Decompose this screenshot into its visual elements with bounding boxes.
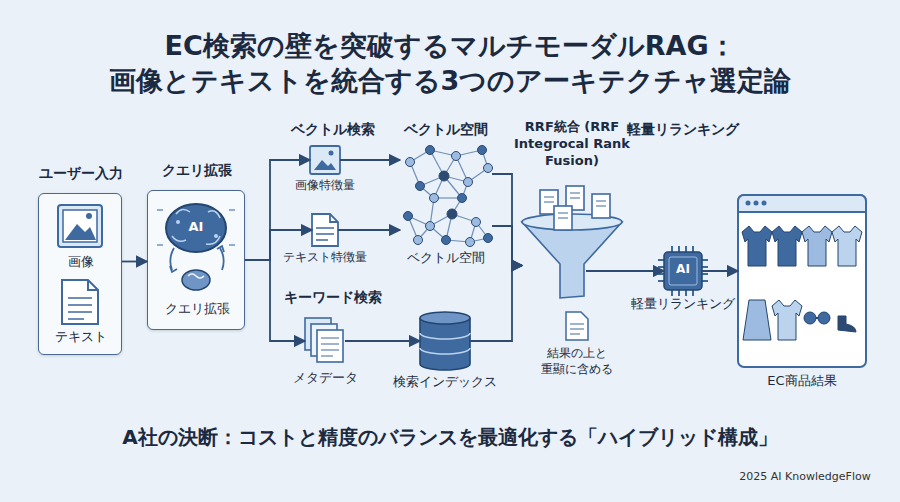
node-label: ユーザー入力 <box>19 164 143 182</box>
vector-points <box>404 146 493 247</box>
node-label: 画像特徴量 <box>280 178 370 194</box>
label: AI <box>181 219 211 236</box>
connector <box>492 174 522 266</box>
image-feature-icon <box>310 146 340 174</box>
label: 2025 AI KnowledgeFlow <box>730 470 880 484</box>
node-label: 軽量リランキング <box>623 120 743 138</box>
caption: A社の決断：コストと精度のバランスを最適化する「ハイブリッド構成」 <box>40 424 860 450</box>
connector <box>245 230 312 260</box>
node-label: テキスト <box>41 329 121 346</box>
connector <box>470 266 522 342</box>
document-icon <box>62 280 98 324</box>
rrf-funnel <box>522 186 622 298</box>
connector <box>122 261 147 263</box>
connector <box>702 270 738 272</box>
node-label: メタデータ <box>275 370 375 387</box>
node-label: EC商品結果 <box>752 373 852 390</box>
node-label: ベクトル空間 <box>386 120 506 138</box>
node-label: 画像 <box>41 254 121 271</box>
vector-network <box>408 150 488 242</box>
image-icon <box>58 205 102 247</box>
text-feature-icon <box>312 214 338 246</box>
connector <box>340 159 400 161</box>
connector <box>492 226 522 266</box>
connector <box>586 270 664 272</box>
node-label: クエリ拡張 <box>133 161 261 179</box>
node-label: AI <box>664 262 702 278</box>
title: EC検索の壁を突破するマルチモーダルRAG： 画像とテキストを統合する3つのアー… <box>50 28 850 98</box>
connector <box>245 160 310 260</box>
label: キーワード検索 <box>278 288 388 306</box>
node-label: 検索インデックス <box>385 374 505 391</box>
connector <box>338 229 400 231</box>
node-label: テキスト特徴量 <box>275 250 375 266</box>
small-document <box>566 312 588 340</box>
node-label: クエリ拡張 <box>148 301 246 318</box>
metadata-stack <box>305 318 343 362</box>
connector <box>245 260 305 341</box>
node-label: ベクトル空間 <box>396 250 496 267</box>
product-window <box>738 195 866 367</box>
label: ベクトル検索 <box>285 120 380 138</box>
database-cylinder <box>420 312 470 370</box>
node-label: 結果の上と 重顯に含める <box>527 346 627 377</box>
ai-chip <box>658 246 708 296</box>
node-label: 軽量リランキング <box>628 296 738 313</box>
ai-brain <box>157 204 235 290</box>
node-label: RRF統合 (RRF Integrocal Rank Fusion) <box>514 119 630 170</box>
connector <box>345 340 420 342</box>
